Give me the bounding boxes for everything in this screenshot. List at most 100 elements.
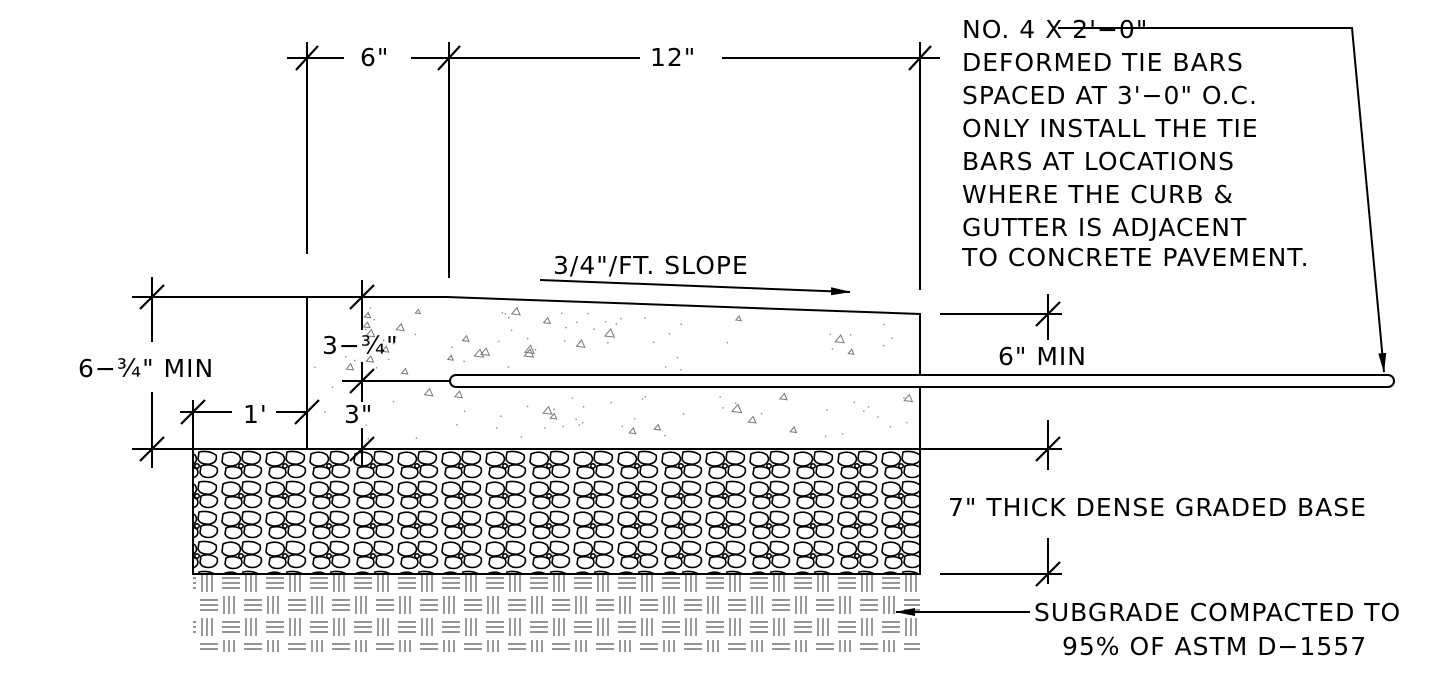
gutter-edge-height-label: 3−¾" — [322, 331, 399, 360]
aggregate-speckle — [549, 412, 558, 420]
aggregate-speckle — [553, 408, 555, 410]
aggregate-speckle — [903, 393, 914, 403]
concrete-aggregate-speckles — [314, 306, 914, 440]
aggregate-speckle — [387, 358, 390, 361]
aggregate-speckle — [877, 416, 879, 418]
aggregate-speckle — [362, 321, 371, 329]
aggregate-speckle — [652, 341, 655, 344]
aggregate-speckle — [576, 321, 578, 324]
aggregate-speckle — [889, 425, 892, 428]
subgrade-note-line: SUBGRADE COMPACTED TO — [1034, 598, 1401, 627]
aggregate-speckle — [497, 340, 500, 343]
subgrade-note-line: 95% OF ASTM D−1557 — [1062, 632, 1367, 661]
aggregate-speckle — [363, 311, 372, 319]
aggregate-speckle — [891, 337, 893, 339]
aggregate-speckle — [507, 316, 510, 319]
slope-label: 3/4"/FT. SLOPE — [553, 251, 749, 280]
aggregate-speckle — [593, 328, 595, 330]
aggregate-speckle — [461, 334, 470, 343]
aggregate-speckle — [395, 322, 405, 332]
note-line: SPACED AT 3'−0" O.C. — [962, 81, 1258, 110]
aggregate-speckle — [565, 326, 567, 329]
note-line: ONLY INSTALL THE TIE — [962, 114, 1259, 143]
aggregate-speckle — [664, 366, 667, 368]
aggregate-speckle — [644, 317, 646, 319]
slope-arrow — [539, 279, 851, 296]
aggregate-speckle — [373, 318, 375, 321]
aggregate-speckle — [604, 321, 607, 323]
left-dimensions — [132, 277, 450, 574]
aggregate-speckle — [500, 415, 502, 417]
base-note: 7" THICK DENSE GRADED BASE — [948, 493, 1367, 522]
aggregate-speckle — [542, 405, 553, 415]
aggregate-speckle — [369, 307, 372, 309]
aggregate-speckle — [510, 329, 513, 332]
offset-label: 1' — [243, 400, 268, 429]
note-line: NO. 4 X 2'−0" — [962, 15, 1148, 44]
aggregate-speckle — [731, 403, 743, 414]
aggregate-speckle — [365, 424, 368, 427]
aggregate-speckle — [463, 410, 466, 413]
aggregate-speckle — [824, 435, 827, 438]
aggregate-speckle — [534, 348, 537, 351]
aggregate-speckle — [682, 413, 685, 415]
aggregate-speckle — [575, 418, 577, 421]
aggregate-speckle — [507, 366, 510, 368]
aggregate-speckle — [526, 405, 529, 408]
note-line: DEFORMED TIE BARS — [962, 48, 1244, 77]
aggregate-speckle — [367, 437, 370, 440]
aggregate-speckle — [653, 423, 662, 431]
aggregate-speckle — [495, 427, 498, 429]
subgrade-hatch — [193, 574, 920, 652]
aggregate-speckle — [542, 316, 552, 325]
aggregate-speckle — [676, 356, 679, 359]
aggregate-speckle — [510, 306, 521, 316]
aggregate-speckle — [734, 315, 742, 322]
aggregate-speckle — [392, 342, 395, 345]
aggregate-speckle — [680, 368, 682, 371]
aggregate-speckle — [414, 333, 417, 336]
aggregate-speckle — [571, 397, 574, 399]
aggregate-speckle — [578, 424, 580, 426]
aggregate-speckle — [734, 402, 737, 405]
aggregate-speckle — [834, 334, 845, 344]
aggregate-speckle — [544, 427, 546, 429]
tie-bar-leader — [1058, 27, 1387, 373]
total-height-label: 6−¾" MIN — [78, 354, 214, 383]
tie-bar-note: NO. 4 X 2'−0" DEFORMED TIE BARS SPACED A… — [961, 15, 1310, 272]
aggregate-speckle — [581, 421, 584, 424]
aggregate-speckle — [628, 427, 637, 435]
aggregate-speckle — [365, 354, 375, 363]
aggregate-speckle — [331, 386, 334, 389]
aggregate-speckle — [382, 339, 385, 342]
aggregate-speckle — [463, 360, 465, 363]
aggregate-speckle — [906, 421, 908, 424]
aggregate-speckle — [680, 323, 683, 326]
aggregate-speckle — [587, 312, 589, 315]
aggregate-speckle — [563, 340, 566, 342]
aggregate-speckle — [392, 400, 395, 403]
aggregate-speckle — [789, 426, 798, 434]
aggregate-speckle — [414, 308, 422, 315]
aggregate-speckle — [847, 348, 855, 355]
note-line: TO CONCRETE PAVEMENT. — [961, 243, 1310, 272]
aggregate-speckle — [603, 328, 616, 338]
aggregate-speckle — [641, 398, 644, 400]
aggregate-speckle — [381, 345, 390, 353]
aggregate-speckle — [504, 313, 507, 315]
aggregate-speckle — [446, 354, 455, 361]
aggregate-speckle — [364, 328, 367, 331]
aggregate-speckle — [903, 397, 905, 399]
aggregate-speckle — [562, 425, 564, 428]
aggregate-speckle — [324, 410, 326, 413]
aggregate-speckle — [400, 367, 409, 375]
aggregate-speckle — [841, 433, 844, 435]
aggregate-speckle — [883, 323, 885, 326]
aggregate-speckle — [726, 341, 729, 344]
aggregate-speckle — [778, 392, 788, 401]
aggregate-speckle — [668, 332, 671, 335]
aggregate-speckle — [867, 406, 870, 408]
aggregate-speckle — [423, 387, 434, 397]
right-dimensions — [940, 294, 1062, 587]
